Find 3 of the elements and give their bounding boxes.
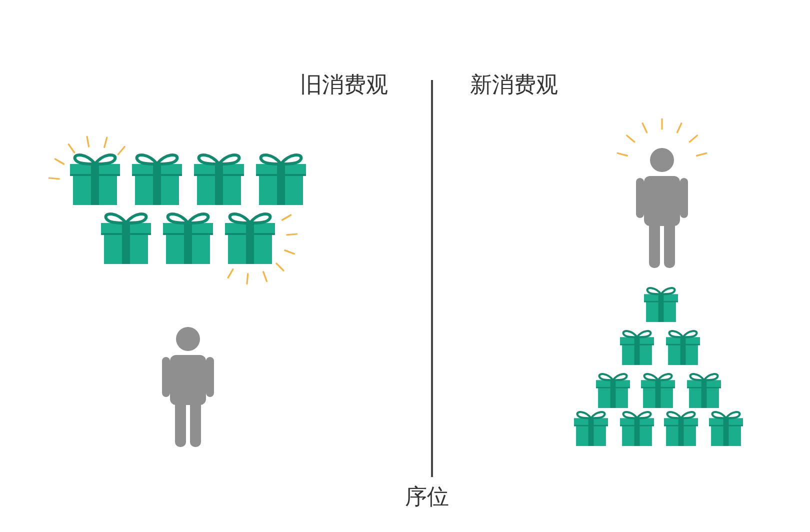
axis-label: 序位 <box>405 485 449 512</box>
panel-heading: 新消费观 <box>470 73 558 100</box>
panel-heading: 旧消费观 <box>300 73 388 100</box>
